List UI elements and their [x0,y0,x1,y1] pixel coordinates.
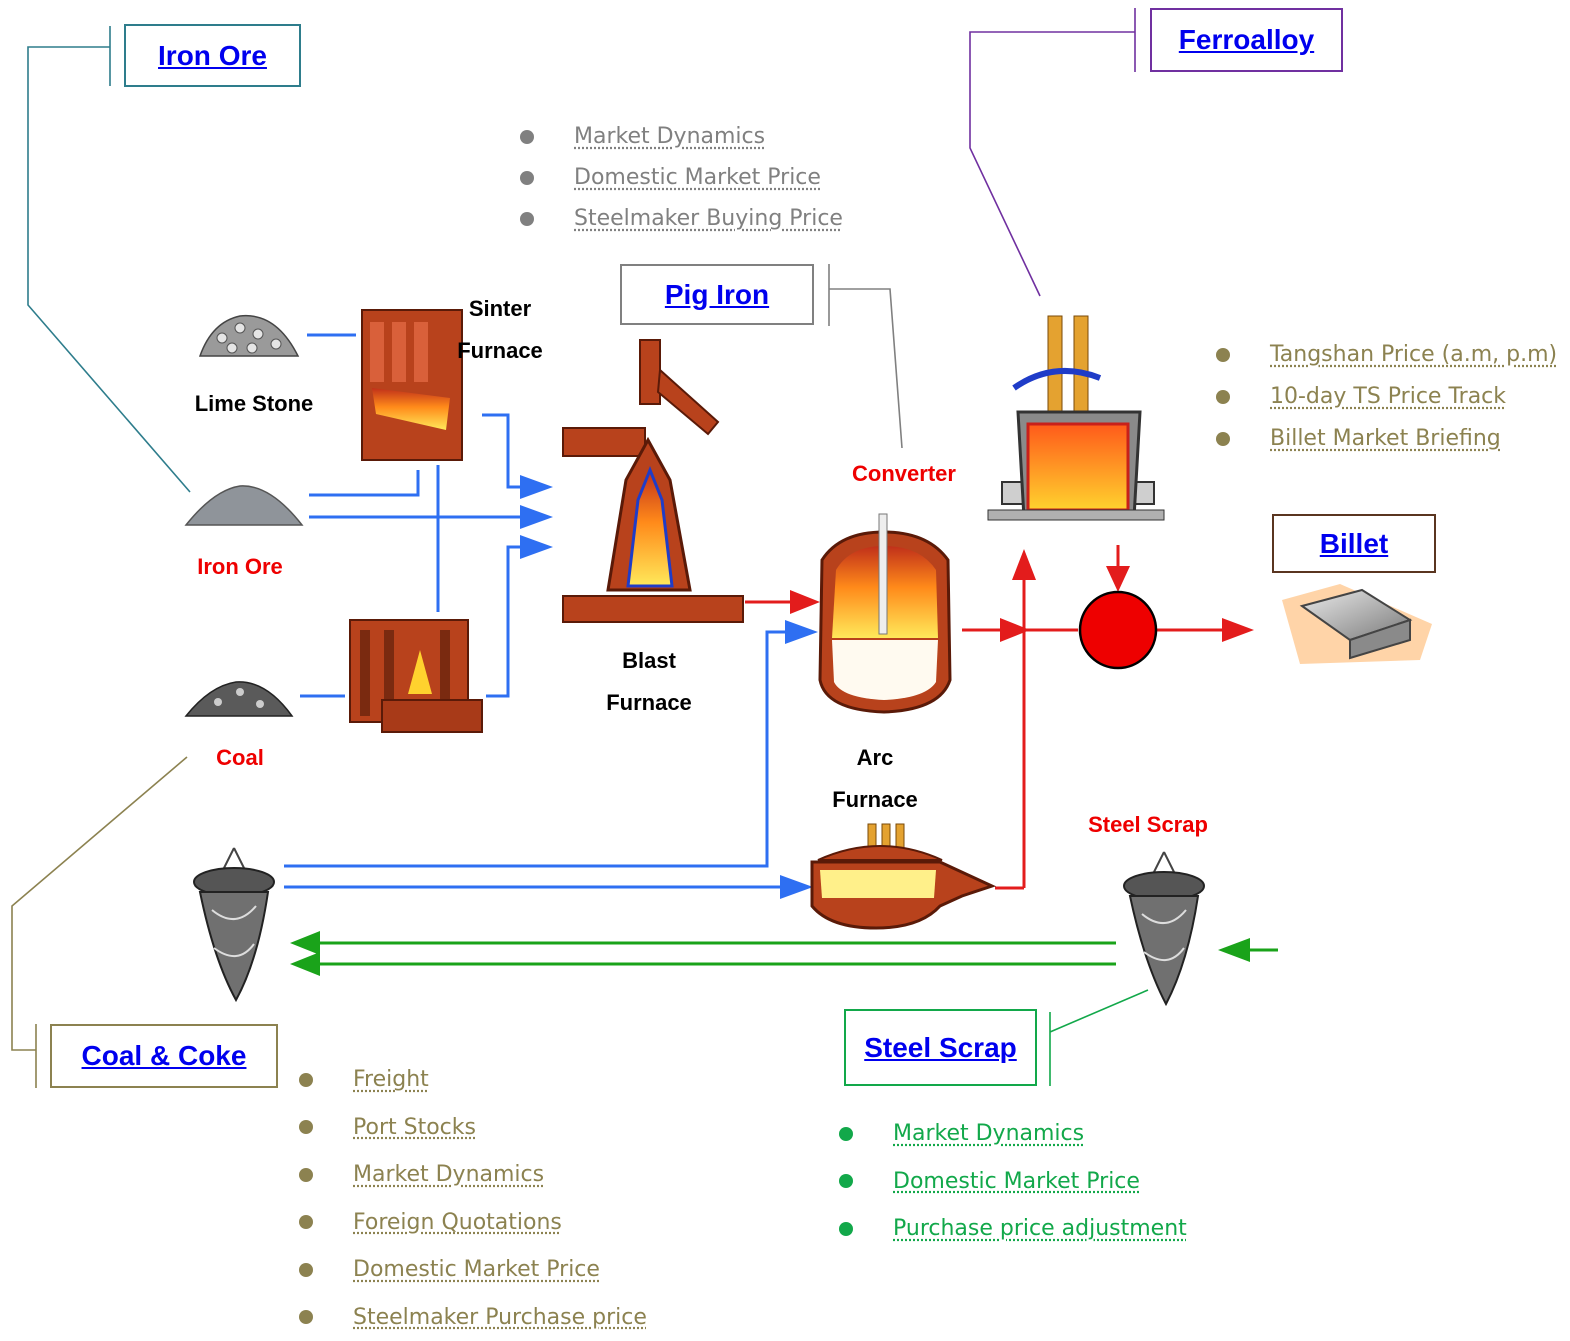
billet-icon [1282,584,1432,664]
coal-pile-icon [186,682,292,716]
pig-iron-link[interactable]: Pig Iron [665,279,769,311]
coal-coke-link-item[interactable]: Market Dynamics [299,1151,647,1199]
billet-link-item[interactable]: 10-day TS Price Track [1216,376,1557,418]
pig-iron-link-item[interactable]: Domestic Market Price [520,157,843,198]
ferroalloy-link[interactable]: Ferroalloy [1179,24,1314,56]
iron-ore-link[interactable]: Iron Ore [158,40,267,72]
steel-scrap-box: Steel Scrap [844,1009,1037,1086]
billet-link-item[interactable]: Billet Market Briefing [1216,418,1557,460]
pig-iron-box: Pig Iron [620,264,814,325]
steel-scrap-link-item[interactable]: Purchase price adjustment [839,1205,1187,1253]
coal-coke-link[interactable]: Coal & Coke [82,1040,247,1072]
coal-coke-link-item[interactable]: Foreign Quotations [299,1199,647,1247]
steel-scrap-link-item[interactable]: Domestic Market Price [839,1158,1187,1206]
coal-coke-link-list: Freight Port Stocks Market Dynamics Fore… [299,1056,647,1341]
arc-furnace-label: Arc Furnace [815,737,935,821]
coal-coke-link-item[interactable]: Domestic Market Price [299,1246,647,1294]
scrap-callout-line [1050,990,1148,1086]
coke-oven-icon [350,620,482,732]
iron-ore-box: Iron Ore [124,24,301,87]
pig-iron-link-list: Market Dynamics Domestic Market Price St… [520,116,843,239]
pig-iron-link-item[interactable]: Steelmaker Buying Price [520,198,843,239]
billet-link[interactable]: Billet [1320,528,1388,560]
blast-furnace-label: Blast Furnace [589,640,709,724]
billet-link-item[interactable]: Tangshan Price (a.m, p.m) [1216,334,1557,376]
coal-material-label: Coal [190,737,290,779]
arc-furnace-icon [812,824,992,928]
iron-ore-callout-line [28,26,190,492]
pig-iron-callout-line [829,264,902,448]
lime-stone-label: Lime Stone [174,383,334,425]
ferroalloy-ladle-icon [988,316,1164,520]
converter-label: Converter [834,453,974,495]
scrap-magnet-right-icon [1124,852,1204,1004]
ferroalloy-callout-line [970,8,1135,296]
converter-vessel-icon [820,514,950,712]
steel-scrap-material-label: Steel Scrap [1068,804,1228,846]
blast-furnace-icon [563,340,743,622]
ferroalloy-box: Ferroalloy [1150,8,1343,72]
iron-ore-material-label: Iron Ore [180,546,300,588]
coal-coke-box: Coal & Coke [50,1024,278,1088]
steel-scrap-link[interactable]: Steel Scrap [864,1032,1017,1064]
iron-ore-pile-icon [186,486,302,525]
steel-scrap-link-list: Market Dynamics Domestic Market Price Pu… [839,1110,1187,1253]
pig-iron-link-item[interactable]: Market Dynamics [520,116,843,157]
coal-coke-link-item[interactable]: Port Stocks [299,1104,647,1152]
billet-link-list: Tangshan Price (a.m, p.m) 10-day TS Pric… [1216,334,1557,460]
limestone-pile-icon [200,316,298,356]
billet-box: Billet [1272,514,1436,573]
steel-scrap-link-item[interactable]: Market Dynamics [839,1110,1187,1158]
sinter-furnace-label: Sinter Furnace [440,288,560,372]
scrap-return-flows [290,931,1278,976]
scrap-magnet-left-icon [194,848,274,1000]
ladle-junction-node [1080,592,1156,668]
coal-coke-link-item[interactable]: Freight [299,1056,647,1104]
